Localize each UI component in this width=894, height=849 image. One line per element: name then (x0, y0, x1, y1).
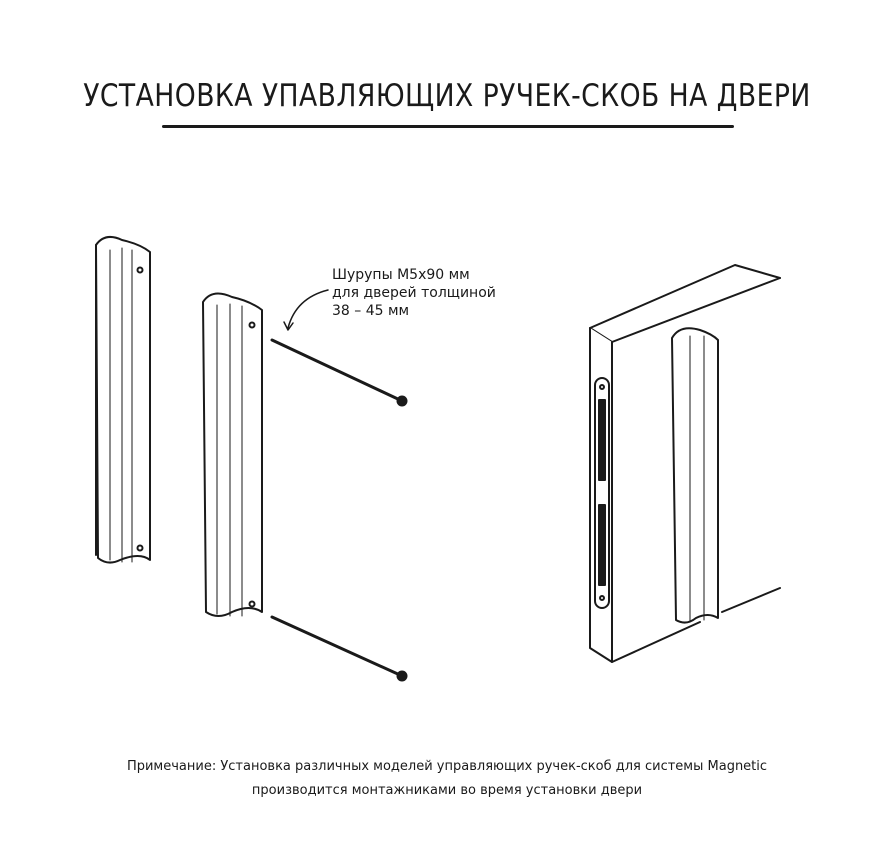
handle-front (202, 292, 263, 617)
page-title: УСТАНОВКА УПАВЛЯЮЩИХ РУЧЕК-СКОБ НА ДВЕРИ (83, 78, 811, 114)
screw-callout: Шурупы M5x90 мм для дверей толщиной 38 –… (332, 266, 496, 320)
door-handle (671, 327, 719, 624)
title-underline (162, 125, 734, 128)
footnote: Примечание: Установка различных моделей … (0, 755, 894, 803)
footnote-line: Примечание: Установка различных моделей … (126, 759, 768, 774)
handle-back (95, 235, 151, 564)
door (589, 264, 781, 663)
footnote-line: производится монтажниками во время устан… (251, 783, 643, 798)
screw-top (270, 338, 408, 407)
callout-line: Шурупы M5x90 мм (332, 267, 470, 283)
callout-arrow (287, 289, 329, 329)
callout-line: для дверей толщиной (332, 285, 496, 301)
callout-line: 38 – 45 мм (332, 303, 410, 319)
screw-bottom (270, 615, 408, 682)
